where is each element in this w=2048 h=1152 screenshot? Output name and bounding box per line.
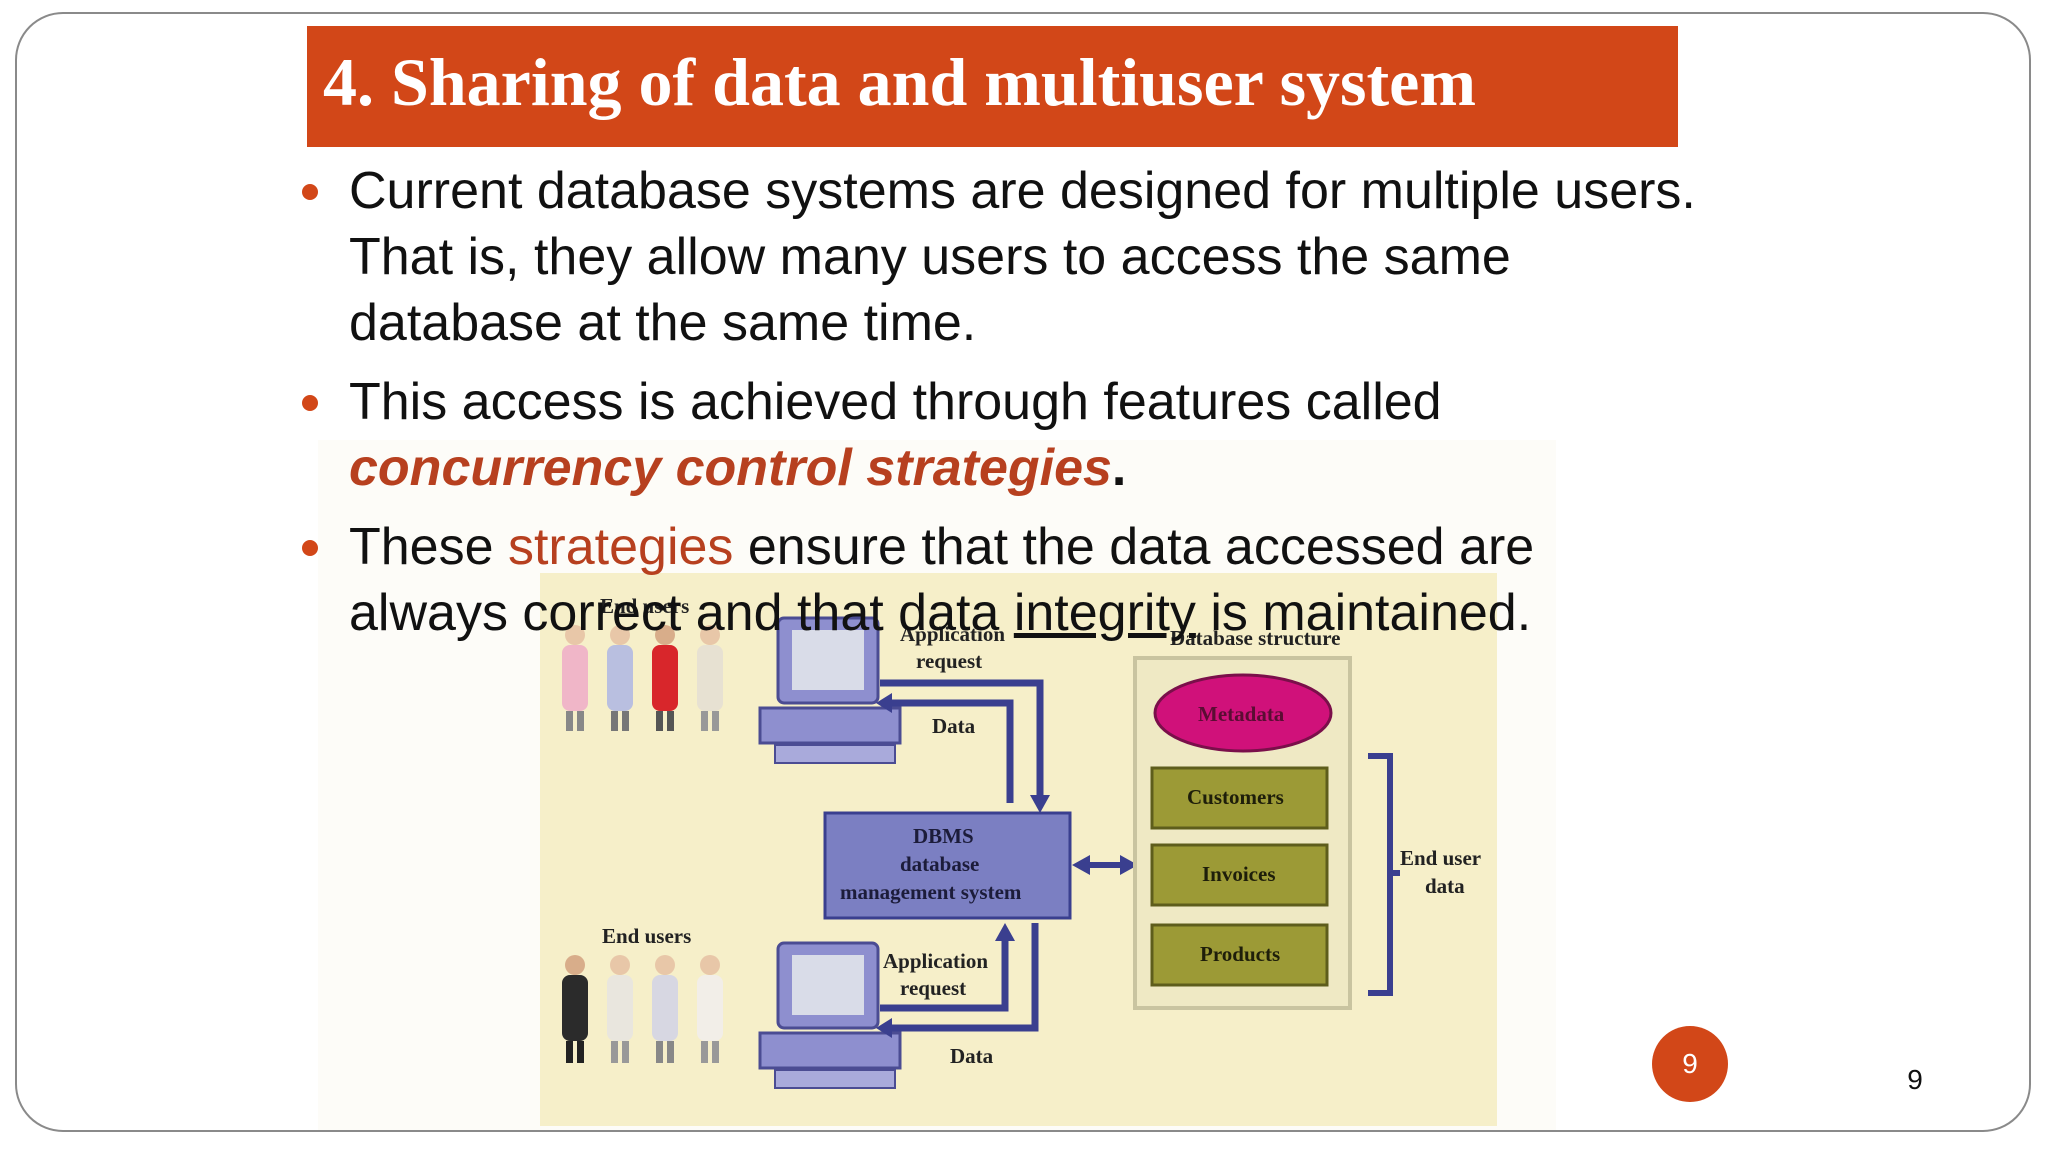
app-request-top-line2: request — [916, 649, 982, 673]
metadata-label: Metadata — [1198, 702, 1285, 726]
arrow-head — [876, 693, 892, 713]
data-top-label: Data — [932, 714, 976, 738]
products-label: Products — [1200, 942, 1280, 966]
app-request-top-line1: Application — [900, 622, 1005, 646]
dbms-line1: DBMS — [913, 824, 974, 848]
arrow-head — [1120, 855, 1138, 875]
person-figure — [652, 955, 678, 1063]
arrow-data-bottom — [890, 923, 1039, 1032]
person-figure — [562, 625, 588, 731]
arrow-data-top — [890, 699, 1014, 803]
bullet-text-lead: This access is achieved through features… — [349, 373, 1442, 431]
person-figure — [607, 955, 633, 1063]
end-user-data-line2: data — [1425, 874, 1465, 898]
page-badge: 9 — [1652, 1026, 1728, 1102]
strategies-highlight: strategies — [507, 518, 734, 576]
computer-top — [758, 616, 902, 764]
arrow-head — [1072, 855, 1090, 875]
bullet-text-part1: These — [349, 518, 508, 576]
products-box — [1150, 923, 1329, 987]
arrow-head — [876, 1018, 892, 1038]
integrity-underlined: integrity — [1013, 584, 1196, 642]
invoices-box — [1150, 843, 1329, 907]
end-users-top-label: End users — [600, 594, 689, 618]
bullet-text-part2: ensure that the data accessed are always… — [349, 518, 1535, 642]
app-request-bottom-line1: Application — [883, 949, 988, 973]
bullet-text-tail: . — [1111, 439, 1127, 497]
arrow-head — [1030, 795, 1050, 813]
bullet-text-part3: is maintained. — [1195, 584, 1532, 642]
slide-frame — [15, 12, 2031, 1132]
person-figure — [562, 955, 588, 1063]
bullet-text: Current database systems are designed fo… — [349, 162, 1696, 352]
end-user-data-bracket — [1368, 753, 1393, 996]
arrow-head — [995, 923, 1015, 941]
customers-box — [1150, 766, 1329, 830]
title-bar: 4. Sharing of data and multiuser system — [307, 26, 1678, 147]
slide-title: 4. Sharing of data and multiuser system — [323, 44, 1476, 120]
data-bottom-label: Data — [950, 1044, 994, 1068]
arrow-request-top — [880, 679, 1044, 798]
bullet-item: Current database systems are designed fo… — [300, 158, 1700, 356]
page-number: 9 — [1907, 1064, 1923, 1095]
bullet-list: Current database systems are designed fo… — [300, 158, 1700, 659]
bullet-dot-icon — [302, 395, 318, 411]
computer-bottom — [758, 941, 902, 1089]
bullet-item: These strategies ensure that the data ac… — [300, 514, 1700, 646]
concurrency-control-emphasis: concurrency control strategies — [349, 439, 1112, 497]
dbms-line2: database — [900, 852, 979, 876]
multiuser-diagram: End users Application request Data DBMS — [540, 573, 1497, 1126]
arrow-request-bottom — [880, 938, 1009, 1012]
database-structure-label: Database structure — [1170, 626, 1341, 650]
end-users-top-figures — [562, 625, 723, 731]
customers-label: Customers — [1187, 785, 1284, 809]
metadata-ellipse — [1153, 673, 1333, 753]
end-user-data-line1: End user — [1400, 846, 1481, 870]
bullet-dot-icon — [302, 184, 318, 200]
person-figure — [697, 955, 723, 1063]
end-users-bottom-label: End users — [602, 924, 691, 948]
person-figure — [697, 625, 723, 731]
dbms-line3: management system — [840, 880, 1022, 904]
dbms-box — [823, 811, 1072, 920]
invoices-label: Invoices — [1202, 862, 1276, 886]
app-request-bottom-line2: request — [900, 976, 966, 1000]
bullet-item: This access is achieved through features… — [300, 369, 1700, 501]
end-users-bottom-figures — [562, 955, 723, 1063]
person-figure — [607, 625, 633, 731]
bullet-dot-icon — [302, 540, 318, 556]
person-figure — [652, 625, 678, 731]
